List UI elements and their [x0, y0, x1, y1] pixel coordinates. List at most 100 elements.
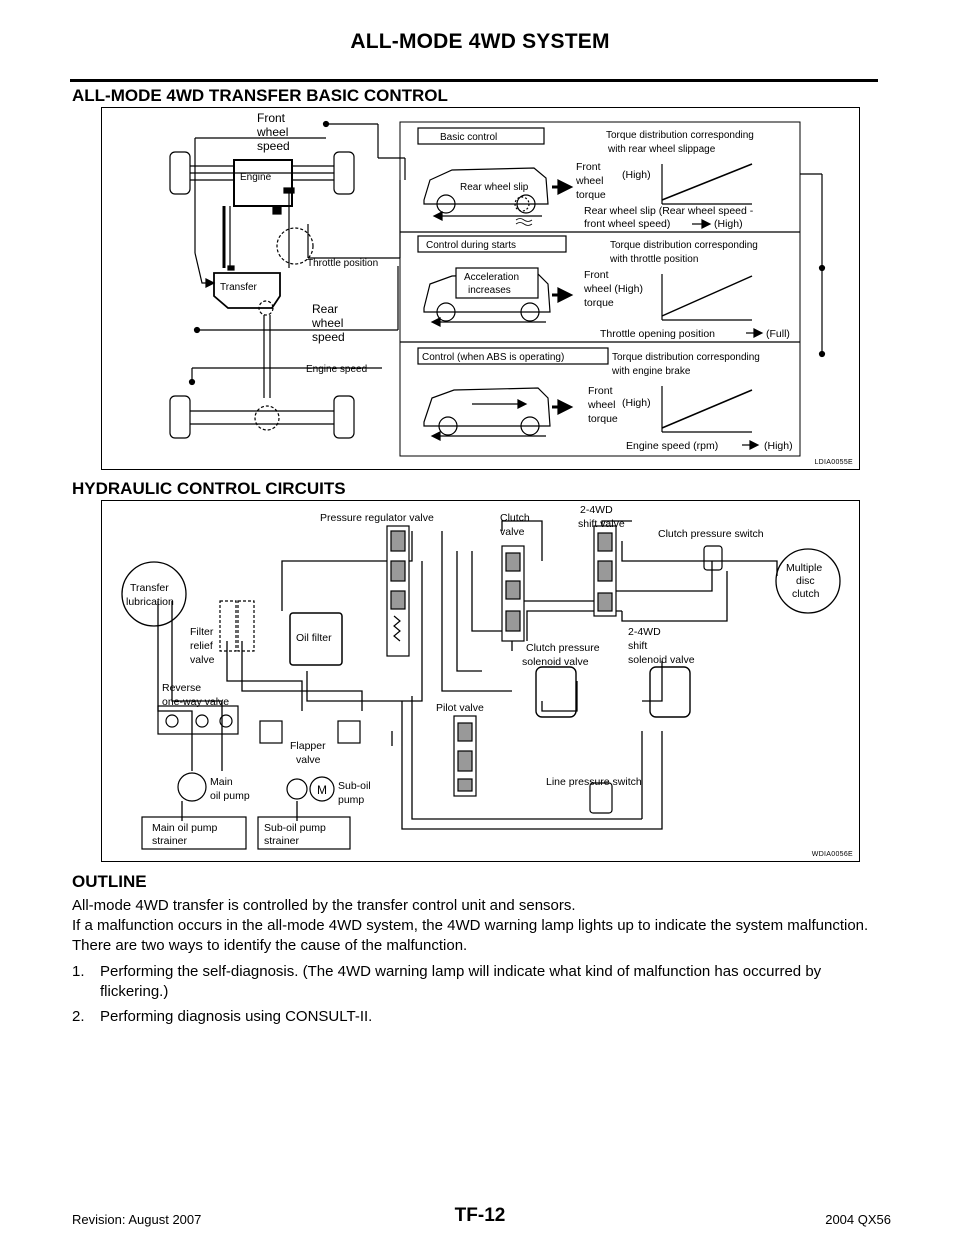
panel1-desc-2: with rear wheel slippage [607, 144, 716, 155]
panel3-torque-2: wheel [587, 399, 615, 411]
clutch-pressure-switch [703, 545, 723, 571]
sub-strainer-label-2: strainer [264, 835, 300, 847]
section-heading-basic-control: ALL-MODE 4WD TRANSFER BASIC CONTROL [72, 86, 448, 105]
reverse-one-way-valve-label-1: Reverse [162, 682, 201, 694]
panel1-desc-1: Torque distribution corresponding [606, 130, 754, 141]
panel1-mode: Basic control [440, 132, 497, 143]
line-pressure-switch [589, 782, 613, 814]
front-wheel-speed-label-3: speed [257, 139, 290, 153]
basic-control-figure: Engine Transfer [101, 107, 860, 470]
pilot-valve-label: Pilot valve [436, 702, 484, 714]
hydraulic-circuit-figure: Transfer lubrication Multiple disc clutc… [101, 500, 860, 862]
footer-revision: Revision: August 2007 [72, 1212, 202, 1227]
rear-left-wheel [169, 395, 191, 439]
panel3-torque-1: Front [588, 385, 613, 397]
header-rule [70, 79, 878, 82]
panel1-torque-3: torque [576, 189, 606, 201]
transfer-box [213, 272, 281, 309]
flapper-valve-2 [337, 720, 361, 744]
flapper-valve-label-1: Flapper [290, 740, 326, 752]
list-item-number: 2. [72, 1008, 85, 1025]
flapper-valve-label-2: valve [296, 754, 321, 766]
reverse-one-way-valve [157, 705, 239, 735]
shift-solenoid-valve [649, 666, 691, 718]
line-pressure-switch-label: Line pressure switch [546, 776, 642, 788]
panel2-mode: Control during starts [426, 240, 516, 251]
panel1-xlabel-3: (High) [714, 218, 743, 230]
main-oil-pump-label-2: oil pump [210, 790, 250, 802]
panel3-xlabel-1: Engine speed (rpm) [626, 440, 718, 452]
shift-solenoid-label-2: shift [628, 640, 647, 652]
panel1-xlabel-2: front wheel speed) [584, 218, 670, 230]
rear-wheel-speed-label-1: Rear [312, 302, 338, 316]
oil-filter-label: Oil filter [296, 632, 332, 644]
panel2-desc-1: Torque distribution corresponding [610, 240, 758, 251]
panel2-torque-1: Front [584, 269, 609, 281]
drivetrain-diagram: Engine Transfer [169, 111, 406, 439]
panel2-xlabel-2: (Full) [766, 328, 790, 340]
filter-relief-valve-label-2: relief [190, 640, 213, 652]
oil-filter-box [289, 612, 343, 666]
front-wheel-speed-label-2: wheel [256, 125, 288, 139]
main-oil-pump [177, 772, 207, 802]
flapper-valve-1 [259, 720, 283, 744]
clutch-pressure-solenoid-label-1: Clutch pressure [526, 642, 600, 654]
engine-label: Engine [240, 172, 272, 183]
panel3-desc-1: Torque distribution corresponding [612, 352, 760, 363]
front-left-wheel [169, 151, 191, 195]
panel1-xlabel-1: Rear wheel slip (Rear wheel speed - [584, 205, 754, 217]
engine-box [233, 159, 293, 207]
panel1-torque-1: Front [576, 161, 601, 173]
filter-relief-valve-label-3: valve [190, 654, 215, 666]
outline-list-item-2: 2. Performing diagnosis using CONSULT-II… [72, 1007, 878, 1027]
sub-oil-pump-label-2: pump [338, 794, 364, 806]
clutch-valve-label-2: valve [500, 526, 525, 538]
transfer-lubrication-1: Transfer [130, 582, 169, 594]
clutch-pressure-switch-label: Clutch pressure switch [658, 528, 764, 540]
rear-wheel-speed-label-2: wheel [311, 316, 343, 330]
pressure-regulator-valve-label: Pressure regulator valve [320, 512, 434, 524]
clutch-valve-label-1: Clutch [500, 512, 530, 524]
panel3-desc-2: with engine brake [611, 366, 691, 377]
panel2-desc-2: with throttle position [609, 254, 698, 265]
footer-page-number: TF-12 [454, 1205, 506, 1226]
sub-strainer-label-1: Sub-oil pump [264, 822, 326, 834]
filter-relief-valve-2 [237, 600, 255, 652]
panel2-car-label-1: Acceleration [464, 272, 519, 283]
main-oil-pump-strainer-box [141, 816, 247, 850]
main-strainer-label-2: strainer [152, 835, 188, 847]
multiple-disc-clutch-circle [775, 548, 841, 614]
engine-speed-label: Engine speed [306, 364, 367, 375]
panel3-torque-3: torque [588, 413, 618, 425]
sub-oil-pump [286, 778, 308, 800]
main-strainer-label-1: Main oil pump [152, 822, 218, 834]
panel3-high: (High) [622, 397, 651, 409]
filter-relief-valve-1 [219, 600, 237, 652]
front-wheel-speed-label-1: Front [257, 111, 286, 125]
rear-right-wheel [333, 395, 355, 439]
filter-relief-valve-label-1: Filter [190, 626, 214, 638]
section-heading-outline: OUTLINE [72, 872, 147, 891]
transfer-lubrication-2: lubrication [126, 596, 174, 608]
motor-label: M [317, 783, 327, 797]
figure-code-ldia: LDIA0055E [814, 459, 853, 466]
transfer-label: Transfer [220, 282, 258, 293]
list-item-text: Performing the self-diagnosis. (The 4WD … [100, 963, 822, 1000]
panel2-xlabel-1: Throttle opening position [600, 328, 715, 340]
panel3-mode: Control (when ABS is operating) [422, 352, 564, 363]
front-right-wheel [333, 151, 355, 195]
panel1-high: (High) [622, 169, 651, 181]
shift-solenoid-label-1: 2-4WD [628, 626, 661, 638]
shift-solenoid-label-3: solenoid valve [628, 654, 695, 666]
multiple-disc-clutch-1: Multiple [786, 562, 822, 574]
control-panels: Basic control Torque distribution corres… [399, 121, 826, 457]
transfer-lubrication-circle [121, 561, 187, 627]
footer-model: 2004 QX56 [825, 1212, 891, 1227]
panel2-torque-3: torque [584, 297, 614, 309]
shift-valve-label-1: 2-4WD [580, 504, 613, 516]
multiple-disc-clutch-2: disc [796, 575, 815, 587]
panel1-car-label: Rear wheel slip [460, 182, 529, 193]
main-oil-pump-label-1: Main [210, 776, 233, 788]
sub-oil-pump-label-1: Sub-oil [338, 780, 371, 792]
list-item-number: 1. [72, 963, 85, 980]
